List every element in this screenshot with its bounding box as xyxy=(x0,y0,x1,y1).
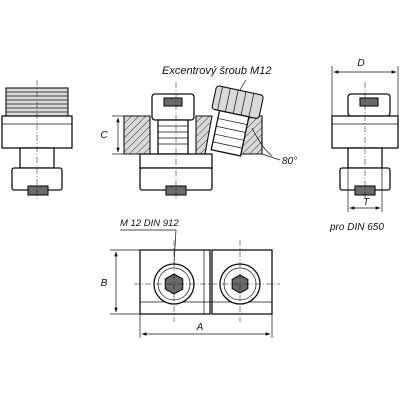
left-bolt-head xyxy=(27,185,49,196)
dim-t-label: T xyxy=(363,197,370,208)
screw-spec-label: M 12 DIN 912 xyxy=(120,218,179,229)
body-section-left xyxy=(123,115,151,155)
dim-b-label: B xyxy=(101,278,108,289)
standard-label: pro DIN 650 xyxy=(329,222,384,233)
left-side-view xyxy=(1,80,73,200)
plan-view xyxy=(110,229,280,338)
eccentric-screw xyxy=(210,85,264,157)
dim-a-label: A xyxy=(196,322,204,333)
eccentric-screw-note: Excentrový šroub M12 xyxy=(162,65,271,77)
screw-note-leader xyxy=(239,79,247,91)
eccentric-screw-shank xyxy=(210,109,250,157)
dim-c-label: C xyxy=(100,130,108,141)
center-section-view xyxy=(112,79,281,200)
dim-d-label: D xyxy=(357,58,364,69)
cap-screw-threads xyxy=(158,125,188,145)
angle-arc xyxy=(251,127,273,157)
body-section-mid xyxy=(195,115,213,155)
screw-spec-leader xyxy=(120,229,177,265)
right-side-view xyxy=(331,66,399,212)
right-hex-socket xyxy=(359,97,379,107)
cap-screw-shank xyxy=(157,119,189,155)
angle-label: 80° xyxy=(282,156,297,167)
cap-screw-hex-socket xyxy=(163,97,183,107)
